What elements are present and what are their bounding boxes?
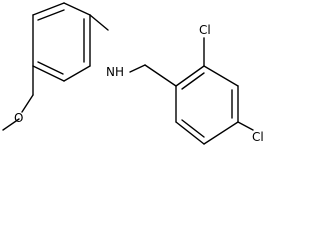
atom-label-oxygen: O bbox=[14, 111, 23, 125]
atom-label-chlorine-top: Cl bbox=[199, 23, 211, 37]
atom-label-chlorine-right: Cl bbox=[252, 130, 264, 144]
methoxy-group bbox=[2, 65, 34, 131]
left-benzene-ring bbox=[32, 2, 91, 82]
chloro-substituents bbox=[203, 37, 254, 131]
atom-label-nh: NH bbox=[106, 65, 124, 79]
amine-linker bbox=[89, 14, 177, 87]
structure-diagram: NH O Cl Cl bbox=[2, 2, 264, 145]
right-benzene-ring bbox=[175, 65, 239, 145]
